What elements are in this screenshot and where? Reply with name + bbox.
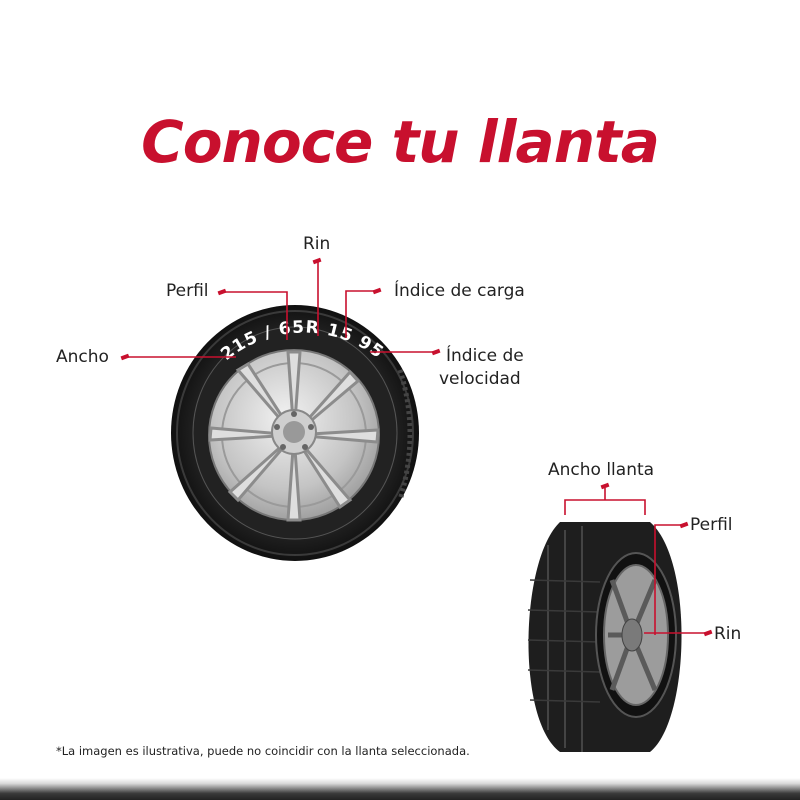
- page-title: Conoce tu llanta: [141, 108, 660, 176]
- bottom-shadow-bar: [0, 778, 800, 800]
- label-ancho: Ancho: [56, 347, 109, 367]
- disclaimer-note: *La imagen es ilustrativa, puede no coin…: [56, 744, 470, 758]
- side-pointer-lines: [564, 488, 706, 635]
- label-indice-velocidad-line2: velocidad: [439, 369, 521, 389]
- label-indice-carga: Índice de carga: [394, 281, 525, 301]
- label-ancho-llanta: Ancho llanta: [548, 460, 655, 480]
- side-pointer-markers: [600, 482, 713, 637]
- label-indice-velocidad-line1: Índice de: [446, 346, 524, 366]
- label-rin-side: Rin: [714, 624, 742, 644]
- front-pointer-markers: [120, 257, 441, 361]
- front-rim: [208, 349, 380, 522]
- label-perfil-side: Perfil: [690, 515, 733, 535]
- label-perfil-top: Perfil: [166, 281, 209, 301]
- side-tire: [527, 522, 682, 752]
- label-rin-top: Rin: [303, 234, 331, 254]
- front-pointer-lines: [125, 262, 436, 358]
